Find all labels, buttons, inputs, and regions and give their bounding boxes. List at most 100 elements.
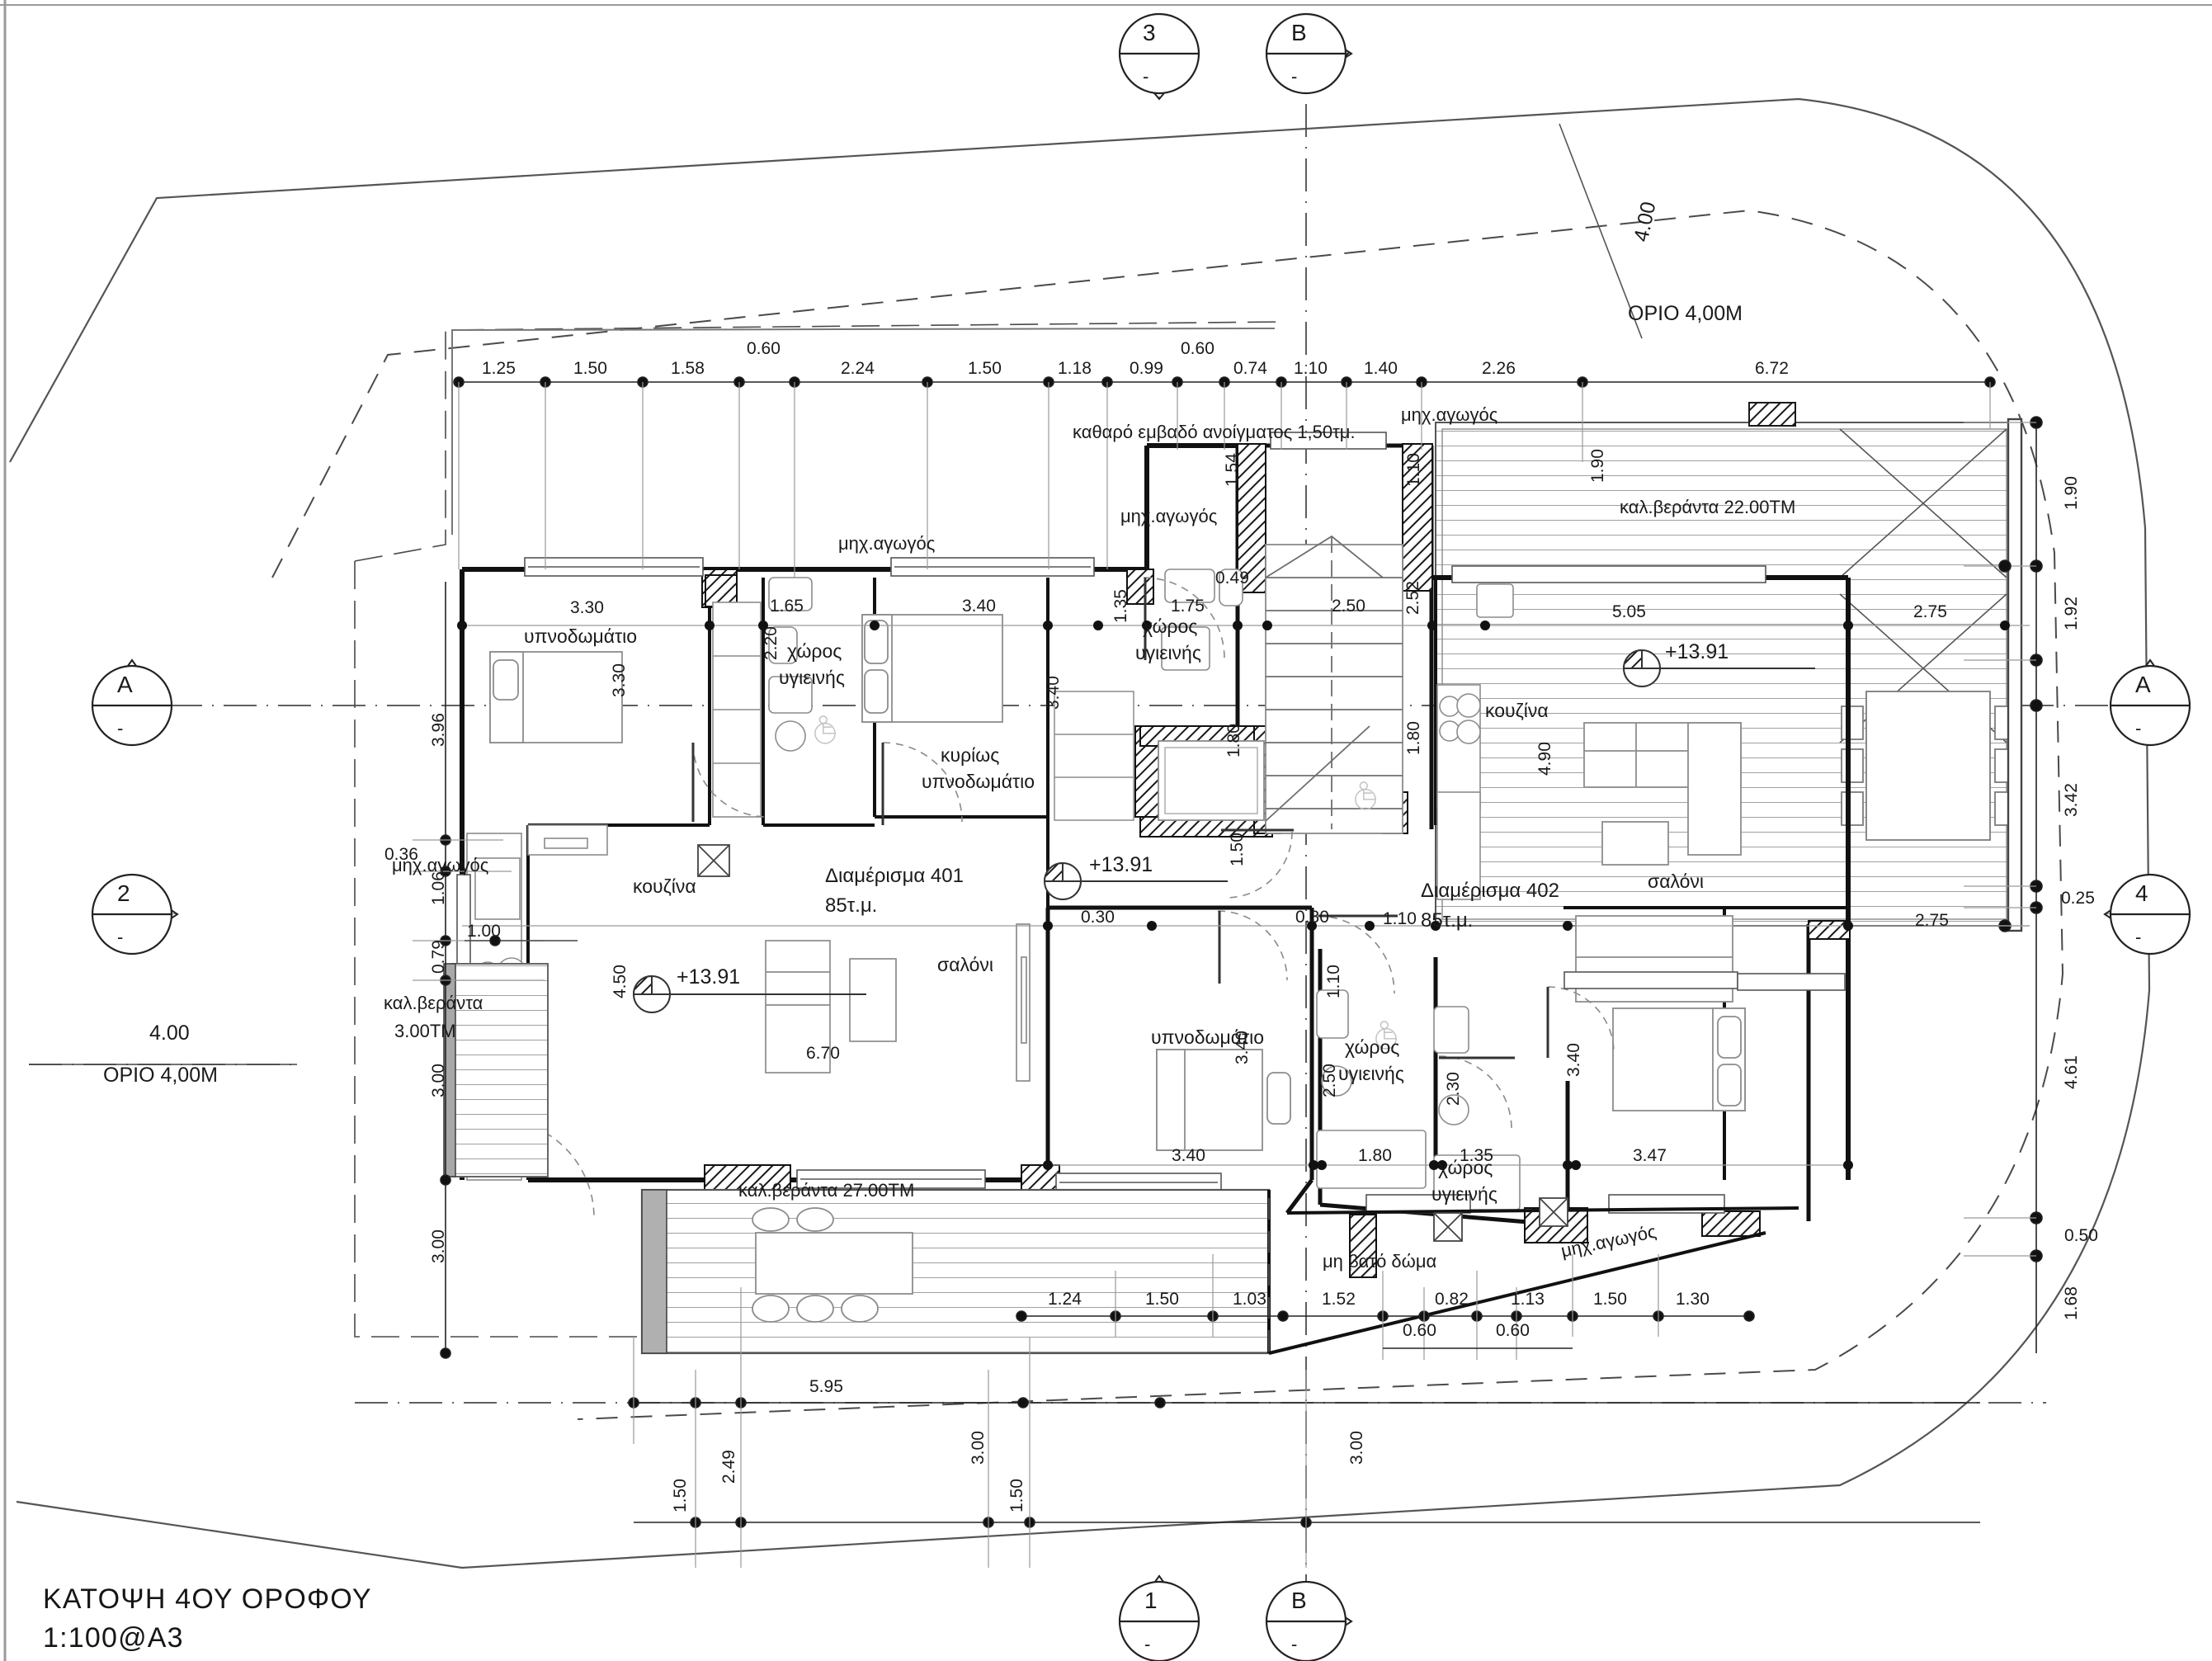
note-balcony-northeast-area: καλ.βεράντα 22.00ΤΜ [1620,497,1796,517]
marker-A-left-sub: - [117,720,123,738]
dim-int-30: 2.30 [1444,1072,1463,1106]
room-label-wc-southeast-2: υγιεινής [1431,1183,1497,1205]
marker-B-bottom-label: B [1291,1589,1307,1612]
room-label-wc-southeast: χώρος [1438,1157,1493,1178]
marker-4-right-label: 4 [2135,882,2148,905]
apartment-401-name: Διαμέρισμα 401 [825,865,964,887]
level-symbols [632,649,1815,1013]
section-marker-4-right[interactable] [2103,873,2191,956]
furniture-bed-south [1156,1049,1291,1151]
section-marker-B-bottom[interactable] [1265,1580,1353,1661]
dim-top-9: 0.60 [1181,339,1214,358]
dim-int-3: 1.65 [770,597,804,616]
dim-left-1: 3.96 [429,713,448,747]
marker-3-sub: - [1143,68,1148,86]
dim-int-1: 3.30 [570,598,604,617]
dim-int-25: 1.10 [1383,909,1417,928]
room-label-bedroom-south: υπνοδωμάτιο [1151,1026,1265,1048]
dim-top-4: 0.60 [747,339,781,358]
staircase [1265,535,1403,834]
room-label-wc-nw-2: υγιεινής [779,667,845,688]
furniture-living-401 [765,923,1031,1082]
furniture-bed-southeast [1612,1007,1746,1111]
dim-bottom-outer-2: 2.49 [719,1450,738,1484]
dim-int-21: 4.50 [611,965,630,998]
level-mark-402: +13.91 [1665,640,1729,663]
dim-int-11: 1.10 [1404,453,1423,487]
fixtures-wc-south [1316,989,1427,1189]
dim-int-10: 1.54 [1223,453,1242,487]
windows [456,432,1846,1214]
dim-int-4: 2.20 [762,626,781,660]
dim-right-4: 0.25 [2061,889,2095,908]
marker-4-right-id: 4 [2135,880,2148,906]
marker-2-left-sub-text: - [117,927,124,947]
marker-B-bottom-id: B [1291,1588,1307,1613]
dim-bottom-8: 1.30 [1676,1290,1710,1309]
dim-int-26: 1.50 [1228,833,1247,866]
note-boundary-left-dim: 4.00 [149,1022,190,1045]
balcony-dining-set [1841,691,2017,841]
balcony-west [443,963,549,1177]
section-marker-B-top[interactable] [1265,12,1353,95]
section-marker-1-bottom[interactable] [1118,1574,1200,1661]
slab-edge [451,328,1276,535]
marker-B-top-id: B [1291,20,1307,45]
marker-A-right-sub-text: - [2135,718,2142,738]
marker-1-bottom-id: 1 [1144,1588,1158,1613]
section-marker-A-right[interactable] [2109,658,2191,747]
marker-B-top-label: B [1291,21,1307,45]
dim-top-13: 2.26 [1482,359,1516,378]
dim-top-8: 0.99 [1130,359,1163,378]
room-label-living-402: σαλόνι [1648,871,1705,892]
dim-int-29: 2.50 [1320,1064,1339,1097]
note-duct-left: μηχ.αγωγός [392,855,489,875]
marker-A-right-id: A [2135,672,2151,697]
marker-B-bottom-sub-text: - [1291,1634,1298,1654]
marker-2-left-label: 2 [117,882,130,905]
dim-top-2: 1.50 [573,359,607,378]
dim-line-bottom-outer [628,1287,1980,1568]
dim-bottom-5: 0.82 [1435,1290,1469,1309]
dim-int-24: 0.30 [1295,908,1329,927]
note-balcony-west-area-line2: 3.00ΤΜ [394,1021,456,1041]
dim-int-6: 3.40 [1044,676,1063,710]
note-boundary-right: ΟΡΙΟ 4,00Μ [1628,302,1743,325]
dim-bottom-9: 0.60 [1403,1321,1436,1340]
section-marker-A-left[interactable] [91,658,173,747]
dim-right-5: 4.61 [2062,1055,2081,1089]
marker-B-top-sub: - [1291,68,1297,86]
room-label-wc-south-2: υγιεινής [1338,1063,1404,1084]
drawing-scale: 1:100@A3 [43,1621,184,1654]
dim-int-2: 3.30 [610,663,629,697]
duct-block-top [1748,402,1796,427]
dim-int-31: 3.40 [1564,1043,1583,1077]
site-boundary [9,97,2151,1569]
dim-bottom-6: 1.13 [1511,1290,1545,1309]
dim-right-6: 0.50 [2064,1226,2098,1245]
marker-A-right-sub: - [2135,720,2141,738]
marker-4-right-sub-text: - [2135,927,2142,947]
dim-int-33: 1.80 [1358,1146,1392,1165]
marker-1-bottom-sub: - [1144,1635,1150,1654]
section-marker-2-left[interactable] [91,873,179,956]
dim-int-27: 1.10 [1324,965,1343,998]
room-label-wc-center-2: υγιεινής [1135,642,1201,663]
accessibility-icon [814,715,1397,1050]
room-label-master-bedroom: κυρίως [941,744,1000,766]
dim-int-23: 0.30 [1081,908,1115,927]
duct-markers [697,844,1568,1242]
note-balcony-south-area: καλ.βεράντα 27.00ΤΜ [738,1180,915,1201]
note-boundary-left: ΟΡΙΟ 4,00Μ [103,1064,218,1087]
dim-left-2: 0.36 [384,845,418,864]
dim-left-5: 1.00 [467,922,501,941]
dim-bottom-1: 1.24 [1048,1290,1082,1309]
marker-3-sub-text: - [1143,66,1149,87]
dim-bottom-outer-3: 1.50 [671,1479,690,1512]
dim-int-12: 1.90 [1588,449,1607,483]
door-swings [494,577,1615,1219]
kitchen-402 [1436,583,1514,900]
section-marker-3[interactable] [1118,12,1200,101]
